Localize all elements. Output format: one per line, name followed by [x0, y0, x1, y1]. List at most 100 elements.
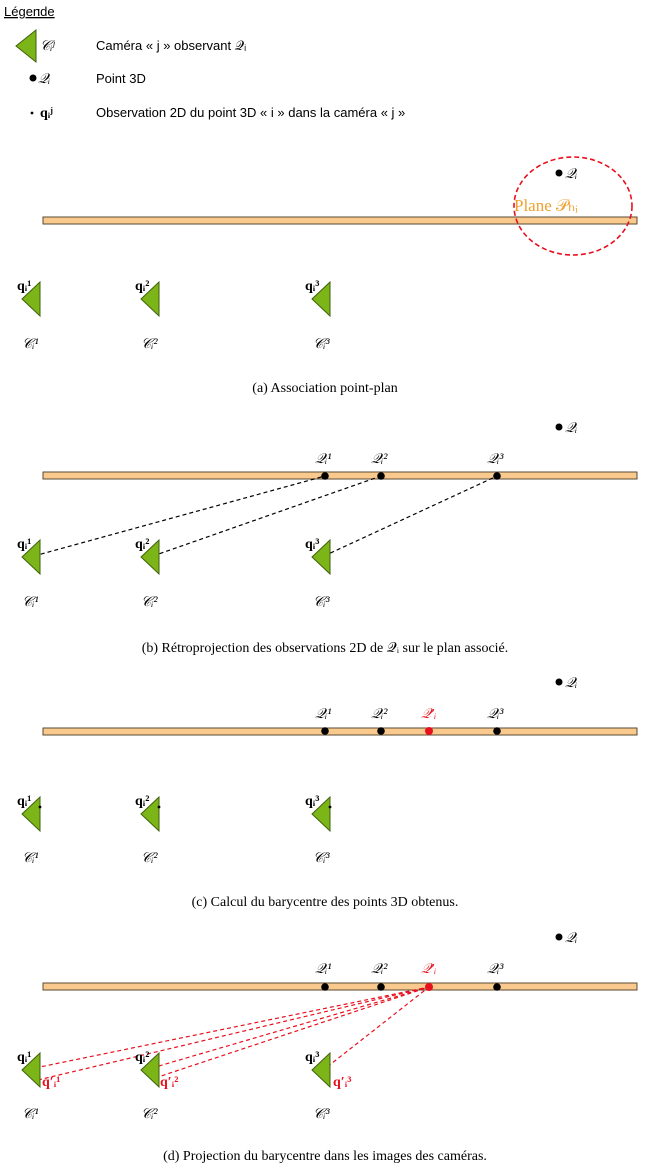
camera-1: qᵢ¹ 𝒞ᵢ¹ [17, 794, 42, 866]
point-3d-label: 𝒬ᵢ [565, 931, 577, 946]
backprojection-ray-2 [152, 475, 382, 557]
camera-3-icon [311, 280, 331, 318]
legend-camera-symbol: 𝒞ᵢʲ [40, 39, 55, 54]
camera-1-label: 𝒞ᵢ¹ [22, 595, 39, 610]
camera-1-label: 𝒞ᵢ¹ [22, 1107, 39, 1122]
backprojected-point-1 [321, 472, 329, 480]
camera-2: qᵢ² q′ᵢ² 𝒞ᵢ² [135, 1050, 178, 1122]
observation-2-label: qᵢ² [135, 279, 149, 294]
observation-1-label: qᵢ¹ [17, 279, 31, 294]
legend-title-colon: : [37, 4, 41, 19]
caption-d: (d) Projection du barycentre dans les im… [163, 1149, 487, 1164]
observation-3-label: qᵢ³ [305, 537, 319, 552]
backprojected-point-2-label: 𝒬ᵢ² [371, 452, 388, 467]
backprojected-point-3-label: 𝒬ᵢ³ [487, 707, 504, 722]
backprojection-ray-1 [33, 475, 326, 557]
point-3d [555, 678, 563, 686]
plane-label: Plane 𝒫ₕᵢ [514, 196, 578, 215]
observation-2-label: qᵢ² [135, 794, 149, 809]
backprojected-point-1-label: 𝒬ᵢ¹ [315, 707, 331, 722]
backprojected-point-2-label: 𝒬ᵢ² [371, 962, 388, 977]
point-3d [555, 423, 563, 431]
camera-1: qᵢ¹ 𝒞ᵢ¹ [17, 537, 41, 610]
backprojected-point-3-label: 𝒬ᵢ³ [487, 452, 504, 467]
point-3d-label: 𝒬ᵢ [565, 421, 577, 436]
backprojected-point-3 [493, 472, 501, 480]
backprojected-point-2-label: 𝒬ᵢ² [371, 707, 388, 722]
camera-2: qᵢ² 𝒞ᵢ² [135, 279, 160, 352]
backprojected-point-1 [321, 727, 329, 735]
backprojected-point-3-label: 𝒬ᵢ³ [487, 962, 504, 977]
observation-2-dot [157, 805, 161, 809]
camera-2-label: 𝒞ᵢ² [141, 595, 158, 610]
plane-association-ellipse [513, 156, 633, 256]
projection-ray-1-lower [37, 986, 430, 1081]
camera-3: qᵢ³ q′ᵢ³ 𝒞ᵢ³ [305, 1050, 351, 1122]
camera-2: qᵢ² 𝒞ᵢ² [135, 794, 161, 866]
backprojected-point-3 [493, 727, 501, 735]
camera-3: qᵢ³ 𝒞ᵢ³ [305, 537, 331, 610]
legend: Légende : 𝒞ᵢʲ Caméra « j » observant 𝒬ᵢ … [4, 4, 405, 121]
observation-3-dot [328, 805, 332, 809]
camera-1: qᵢ¹ q′ᵢ¹ 𝒞ᵢ¹ [17, 1050, 60, 1122]
legend-observation-icon [30, 111, 34, 115]
camera-1-icon [21, 280, 41, 318]
camera-1-label: 𝒞ᵢ¹ [22, 337, 39, 352]
plane-bar [42, 982, 638, 991]
backprojected-point-1 [321, 983, 329, 991]
panel-d: 𝒬ᵢ 𝒬ᵢ¹ 𝒬ᵢ² 𝒬′ᵢ 𝒬ᵢ³ qᵢ¹ q′ᵢ¹ 𝒞ᵢ¹ qᵢ² q′ᵢ²… [17, 931, 638, 1164]
plane-bar [42, 727, 638, 736]
legend-camera-icon [15, 28, 37, 64]
observation-2-label: qᵢ² [135, 537, 149, 552]
projection-ray-1-upper [34, 986, 430, 1069]
legend-title: Légende [4, 4, 55, 19]
legend-camera-text: Caméra « j » observant 𝒬ᵢ [96, 38, 246, 53]
observation-1-label: qᵢ¹ [17, 1050, 31, 1065]
projection-ray-2-lower [154, 986, 430, 1079]
camera-1-icon [21, 538, 41, 576]
camera-3-label: 𝒞ᵢ³ [313, 851, 330, 866]
camera-2-label: 𝒞ᵢ² [141, 851, 158, 866]
camera-2-icon [140, 1051, 160, 1089]
observation-1-label: qᵢ¹ [17, 794, 31, 809]
camera-2-icon [140, 538, 160, 576]
barycenter-point [425, 727, 433, 735]
legend-point-text: Point 3D [96, 71, 146, 86]
reprojected-point-1-label: q′ᵢ¹ [42, 1075, 60, 1090]
observation-2-label: qᵢ² [135, 1050, 149, 1065]
camera-1-icon [21, 1051, 41, 1089]
camera-3-icon [311, 1051, 331, 1089]
camera-1: qᵢ¹ 𝒞ᵢ¹ [17, 279, 41, 352]
observation-3-label: qᵢ³ [305, 1050, 319, 1065]
camera-3: qᵢ³ 𝒞ᵢ³ [305, 794, 332, 866]
observation-3-label: qᵢ³ [305, 794, 319, 809]
point-3d [555, 169, 563, 177]
camera-3: qᵢ³ 𝒞ᵢ³ [305, 279, 331, 352]
legend-observation-text: Observation 2D du point 3D « i » dans la… [96, 105, 405, 120]
camera-2: qᵢ² 𝒞ᵢ² [135, 537, 160, 610]
camera-3-label: 𝒞ᵢ³ [313, 595, 330, 610]
barycenter-label: 𝒬′ᵢ [421, 962, 436, 977]
point-3d-label: 𝒬ᵢ [565, 676, 577, 691]
camera-1-label: 𝒞ᵢ¹ [22, 851, 39, 866]
camera-3-icon [311, 538, 331, 576]
backprojected-point-2 [377, 727, 385, 735]
projection-ray-2-upper [151, 986, 430, 1069]
caption-b: (b) Rétroprojection des observations 2D … [142, 641, 509, 656]
observation-1-dot [38, 805, 42, 809]
legend-point-icon [29, 74, 37, 82]
camera-3-label: 𝒞ᵢ³ [313, 337, 330, 352]
backprojected-point-2 [377, 983, 385, 991]
caption-a: (a) Association point-plan [252, 381, 397, 396]
legend-observation-symbol: qᵢʲ [40, 106, 53, 121]
legend-point-symbol: 𝒬ᵢ [38, 72, 50, 87]
backprojected-point-1-label: 𝒬ᵢ¹ [315, 962, 331, 977]
reprojected-point-3-label: q′ᵢ³ [333, 1075, 351, 1090]
point-3d [555, 933, 563, 941]
panel-a: 𝒬ᵢ Plane 𝒫ₕᵢ qᵢ¹ 𝒞ᵢ¹ qᵢ² 𝒞ᵢ² qᵢ³ 𝒞ᵢ³ (a)… [17, 156, 638, 396]
caption-c: (c) Calcul du barycentre des points 3D o… [192, 895, 459, 910]
backprojection-ray-3 [323, 475, 498, 557]
camera-2-icon [140, 280, 160, 318]
point-3d-label: 𝒬ᵢ [565, 167, 577, 182]
